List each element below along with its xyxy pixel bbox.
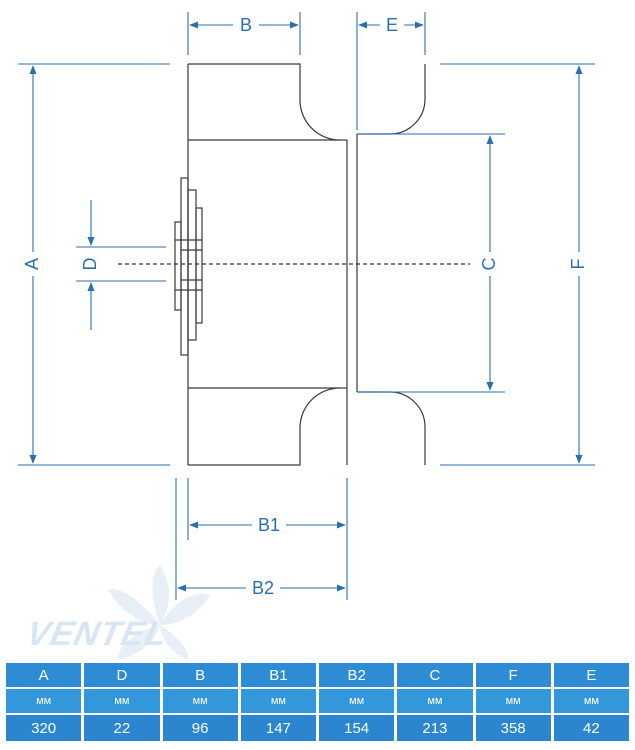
table-unit-row: мм мм мм мм мм мм мм мм	[6, 689, 629, 713]
header-cell-c: C	[397, 663, 473, 687]
header-cell-f: F	[475, 663, 551, 687]
dim-label-a: A	[22, 258, 42, 270]
dim-label-b2: B2	[252, 578, 274, 598]
unit-cell: мм	[475, 689, 551, 713]
dim-label-c: C	[479, 258, 499, 271]
header-cell-b1: B1	[240, 663, 316, 687]
table-value-row: 320 22 96 147 154 213 358 42	[6, 715, 629, 741]
ventel-logo: VENTEL	[23, 565, 210, 660]
header-cell-d: D	[84, 663, 160, 687]
unit-cell: мм	[319, 689, 395, 713]
value-cell-a: 320	[6, 715, 82, 741]
unit-cell: мм	[84, 689, 160, 713]
unit-cell: мм	[553, 689, 629, 713]
value-cell-b: 96	[162, 715, 238, 741]
header-cell-e: E	[553, 663, 629, 687]
header-cell-a: A	[6, 663, 82, 687]
header-cell-b: B	[162, 663, 238, 687]
logo-text: VENTEL	[23, 615, 171, 653]
value-cell-e: 42	[553, 715, 629, 741]
header-cell-b2: B2	[319, 663, 395, 687]
value-cell-f: 358	[475, 715, 551, 741]
dim-label-b1: B1	[258, 515, 280, 535]
unit-cell: мм	[397, 689, 473, 713]
unit-cell: мм	[240, 689, 316, 713]
fan-watermark-icon	[108, 565, 210, 660]
unit-cell: мм	[6, 689, 82, 713]
dim-label-e: E	[386, 15, 398, 35]
value-cell-d: 22	[84, 715, 160, 741]
value-cell-b2: 154	[319, 715, 395, 741]
unit-cell: мм	[162, 689, 238, 713]
fan-dimension-drawing: VENTEL	[18, 12, 595, 660]
dimensions-table: A D B B1 B2 C F E мм мм мм мм мм мм мм м…	[3, 661, 632, 743]
dim-label-b: B	[240, 15, 252, 35]
dim-label-f: F	[568, 259, 588, 270]
dimension-lines	[18, 12, 595, 600]
value-cell-b1: 147	[240, 715, 316, 741]
table-header-row: A D B B1 B2 C F E	[6, 663, 629, 687]
dim-label-d: D	[80, 258, 100, 271]
value-cell-c: 213	[397, 715, 473, 741]
